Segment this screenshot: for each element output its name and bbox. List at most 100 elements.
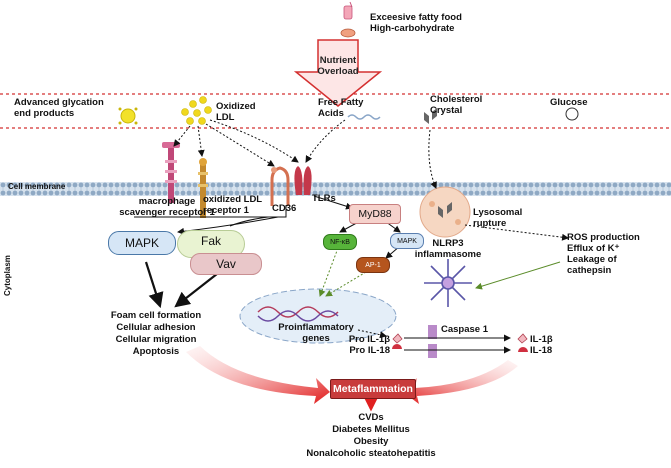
arrow-right-to-metaflammation	[403, 360, 518, 404]
disease-line3: Obesity	[353, 436, 389, 447]
fatty-acid-icon	[347, 114, 381, 120]
arrow-oxldl-cd36	[205, 123, 275, 167]
ros-line4: cathepsin	[567, 265, 612, 276]
arrow-lysosome-ros	[464, 224, 569, 241]
diet-label: Exceesive fatty food High-carbohydrate	[370, 12, 462, 34]
oxldl-r-line1: oxidized LDL	[203, 194, 263, 205]
pro-il1b-icon	[392, 333, 403, 344]
oxldl-r-line2: receptor 1	[203, 205, 249, 216]
lysosome-line1: Lysosomal	[473, 207, 523, 218]
lysosome-line2: rupture	[473, 218, 507, 229]
cd36-receptor-icon	[270, 166, 290, 206]
ffa-label: Free Fatty Acids	[318, 97, 363, 119]
lysosome-icon	[419, 186, 471, 238]
tlr-receptor-icon	[294, 166, 312, 195]
nutrient-overload-label: Nutrient Overload	[314, 55, 362, 77]
ros-line2: Efflux of K⁺	[567, 243, 620, 254]
oxidized-ldl-icon	[181, 96, 212, 125]
overload-line1: Nutrient	[319, 55, 357, 66]
diet-line2: High-carbohydrate	[370, 23, 455, 34]
msr-line1: macrophage	[138, 196, 196, 207]
outcomes-label: Foam cell formation Cellular adhesion Ce…	[96, 310, 216, 358]
ros-line3: Leakage of	[567, 254, 617, 265]
ffa-line2: Acids	[318, 108, 344, 119]
cytoplasm-label: Cytoplasm	[3, 255, 12, 296]
nlrp3-icon	[424, 259, 472, 307]
age-label: Advanced glycation end products	[14, 97, 104, 119]
myd88-box: MyD88	[349, 204, 401, 224]
oxldl-line1: Oxidized	[216, 101, 256, 112]
age-line2: end products	[14, 108, 75, 119]
ros-line1: ROS production	[567, 232, 640, 243]
membrane-label: Cell membrane	[8, 182, 66, 191]
cytokines-label: IL-1β IL-18	[530, 334, 553, 356]
caspase-bar-top	[428, 325, 437, 339]
arrow-genes-pro	[357, 329, 387, 339]
pro-il18-icon	[392, 344, 402, 349]
msr-label: macrophage scavenger receptor 1	[112, 196, 222, 218]
arrow-oxldl-r1	[197, 125, 205, 157]
outcome-line1: Foam cell formation	[110, 310, 202, 321]
chol-line2: Crystal	[430, 105, 463, 116]
glucose-label: Glucose	[550, 97, 588, 108]
drink-icon	[343, 1, 353, 20]
lysosome-label: Lysosomal rupture	[473, 207, 522, 229]
diseases-label: CVDs Diabetes Mellitus Obesity Nonalcoho…	[296, 412, 446, 460]
arrow-nfkb-nucleus	[318, 247, 339, 297]
arrow-tlr-myd88	[313, 195, 353, 210]
cell-membrane	[0, 182, 671, 196]
arrow-left-to-metaflammation	[186, 346, 330, 404]
ffa-line1: Free Fatty	[318, 97, 364, 108]
cholesterol-label: Cholesterol Crystal	[430, 94, 482, 116]
il18-icon	[518, 347, 528, 352]
mapk-pill: MAPK	[108, 231, 176, 255]
arrow-receptors-mapk	[134, 205, 287, 218]
caspase-bar-bottom	[428, 344, 437, 358]
disease-line1: CVDs	[358, 412, 384, 423]
arrow-oxldl-tlr	[209, 119, 299, 163]
oxidized-ldl-label: Oxidized LDL	[216, 101, 256, 123]
nucleus-line2: genes	[302, 333, 330, 344]
cd36-label: CD36	[272, 203, 297, 214]
arrow-cholesterol-lysosome	[428, 129, 437, 189]
nfkb-pill: NF-κB	[323, 234, 357, 250]
il1b-text: IL-1β	[530, 334, 553, 345]
il1b-icon	[517, 333, 528, 344]
chol-line1: Cholesterol	[430, 94, 483, 105]
il18-text: IL-18	[530, 345, 553, 356]
arrow-mapk-foamcell	[144, 261, 164, 309]
oxldl-line2: LDL	[216, 112, 235, 123]
tlrs-label: TLRs	[312, 193, 336, 204]
metaflammation-box: Metaflammation	[330, 379, 416, 399]
nucleus-line1: Proinflammatory	[278, 322, 354, 333]
msr-line2: scavenger receptor 1	[119, 207, 215, 218]
pro-cytokines-label: Pro IL-1β Pro IL-18	[328, 334, 390, 356]
diet-line1: Exceesive fatty food	[370, 12, 462, 23]
ros-label: ROS production Efflux of K⁺ Leakage of c…	[567, 232, 640, 276]
caspase-label: Caspase 1	[441, 324, 489, 335]
outcome-line3: Cellular migration	[115, 334, 197, 345]
arrow-cd36-fak	[229, 216, 269, 227]
nlrp3-line1: NLRP3	[432, 238, 464, 249]
disease-line2: Diabetes Mellitus	[332, 424, 410, 435]
cholesterol-crystal-icon	[424, 108, 437, 124]
nucleus	[239, 288, 397, 344]
pro-il1b-text: Pro IL-1β	[348, 334, 390, 345]
oxldl-receptor-icon	[198, 158, 208, 218]
food-icon	[340, 28, 356, 38]
outcome-line4: Apoptosis	[132, 346, 180, 357]
age-line1: Advanced glycation	[14, 97, 104, 108]
nutrient-overload-arrow	[293, 39, 383, 107]
mapk-small-pill: MAPK	[390, 233, 424, 249]
vav-pill: Vav	[190, 253, 262, 275]
glucose-icon	[565, 107, 579, 121]
arrow-vav-foamcell	[174, 269, 223, 308]
overload-line2: Overload	[317, 66, 359, 77]
disease-line4: Nonalcoholic steatohepatitis	[306, 448, 436, 459]
nlrp3-label: NLRP3 inflammasome	[412, 238, 484, 260]
pro-il18-text: Pro IL-18	[349, 345, 390, 356]
outcome-line2: Cellular adhesion	[116, 322, 196, 333]
ap1-pill: AP-1	[356, 257, 390, 273]
